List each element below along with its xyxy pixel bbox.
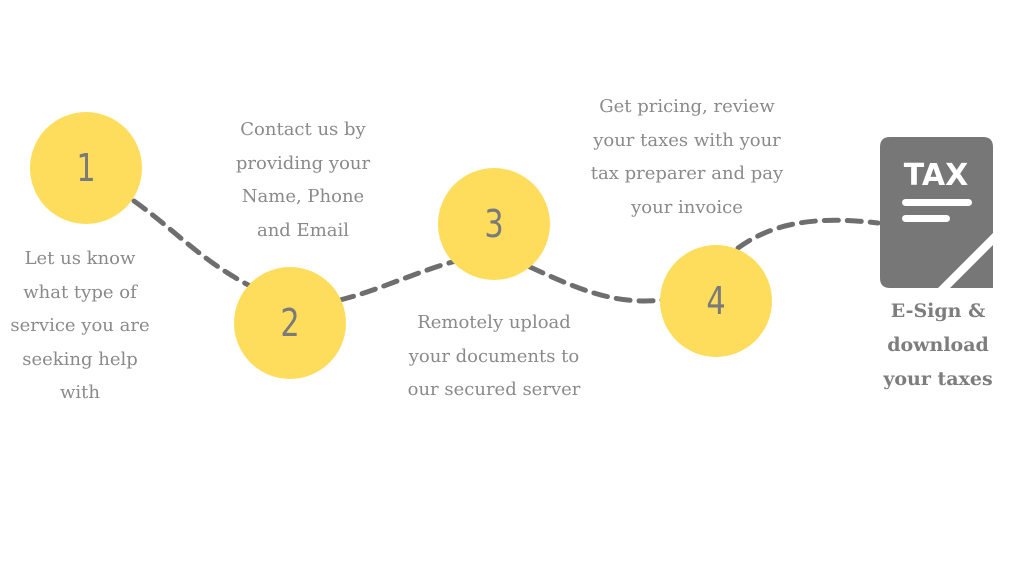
step-3-number: 3 — [484, 202, 504, 246]
tax-icon-text: TAX — [904, 158, 968, 193]
step-3-text: Remotely upload your documents to our se… — [407, 312, 581, 400]
tax-document-icon: TAX — [880, 137, 993, 288]
step-2-circle: 2 — [234, 267, 346, 379]
step-1-number: 1 — [76, 146, 96, 190]
step-2-text: Contact us by providing your Name, Phone… — [235, 119, 371, 241]
step-4-circle: 4 — [660, 245, 772, 357]
step-4-text: Get pricing, review your taxes with your… — [590, 96, 784, 218]
final-step-label: E-Sign & download your taxes — [883, 300, 993, 390]
step-1-circle: 1 — [30, 112, 142, 224]
step-4-number: 4 — [706, 279, 726, 323]
step-1-text: Let us know what type of service you are… — [10, 248, 150, 403]
step-3-circle: 3 — [438, 168, 550, 280]
step-2-number: 2 — [280, 301, 300, 345]
